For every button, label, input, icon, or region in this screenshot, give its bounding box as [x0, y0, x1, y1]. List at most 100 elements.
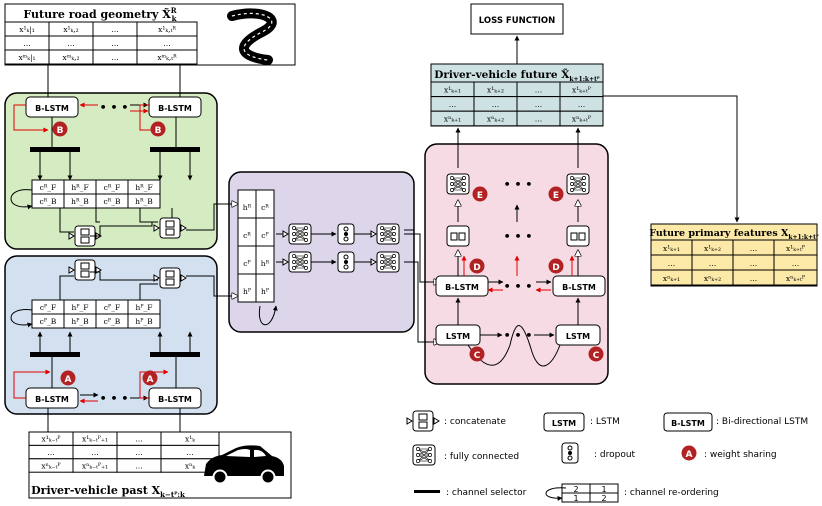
legend: : concatenate LSTM : LSTM B-LSTM : Bi-di… [406, 410, 808, 503]
table-cell-text: x¹ₖ₊₂ [704, 244, 721, 253]
legend-channel-selector-bar [414, 490, 440, 493]
table-cell-text: x¹ₖ,ₜᴿ [158, 25, 176, 34]
table-cell-text: x¹ₖ₊ₜᴾ [572, 86, 592, 95]
table-cell-text: … [186, 448, 194, 457]
table-cell-text: cᴾ [243, 259, 251, 268]
table-cell-text: hᴾ [243, 287, 252, 296]
weight-sharing-badge-a-left: A [60, 370, 76, 386]
table-cell-text: x¹ₖ₊₁ [444, 86, 461, 95]
fully-connected-icon [566, 173, 590, 195]
channel-selector-past-right [150, 352, 200, 357]
table-cell-text: cᴿ [243, 231, 251, 240]
legend-blstm-box [663, 412, 713, 432]
decoder-blstm-left: B-LSTM [435, 275, 489, 297]
fully-connected-icon [446, 173, 470, 195]
table-cell-text: … [449, 100, 457, 109]
weight-sharing-badge-a-right: A [142, 370, 158, 386]
svg-text:C: C [474, 351, 481, 361]
table-cell-text: … [535, 100, 543, 109]
weight-sharing-badge-c-right: C [588, 346, 604, 362]
fully-connected-icon-decoder-right [566, 173, 590, 195]
table-cell-text: hᴾ_B [135, 317, 153, 326]
svg-text:LSTM: LSTM [552, 419, 576, 428]
table-cell-text: cᴾ_B [40, 317, 57, 326]
fusion-panel [228, 171, 415, 333]
legend-dropout-icon [561, 442, 579, 464]
legend-channel-reordering-text: : channel re-ordering [624, 488, 719, 498]
table-cell-text: hᴾ_F [72, 303, 89, 312]
concatenate-icon-past-right [153, 267, 187, 289]
table-cell-text: hᴿ_B [135, 197, 153, 206]
weight-sharing-badge-d-left: D [469, 258, 485, 274]
table-cell-text: xⁿₖ₊₂ [487, 115, 504, 124]
table-cell [136, 49, 198, 65]
legend-fully-connected-text: : fully connected [444, 452, 519, 462]
table-cell-text: x¹ₖ₊₁ [663, 244, 680, 253]
table-cell-text: … [135, 461, 143, 470]
concatenate-icon-past-left [68, 259, 102, 281]
table-cell-text: hᴿ_F [71, 183, 88, 192]
weight-sharing-badge-d-right: D [548, 258, 564, 274]
table-cell-text: … [668, 259, 676, 268]
fully-connected-icon [370, 223, 400, 245]
fully-connected-icon [370, 251, 400, 273]
table-cell-text: … [111, 39, 119, 48]
autoregressive-feedback-curve [467, 325, 561, 367]
past-recurrence-dots: • • • [100, 392, 129, 405]
table-cell-text: xⁿₖ [185, 461, 195, 470]
road-channel-reorder-arrow [10, 189, 33, 210]
table-cell-text: … [91, 448, 99, 457]
table-cell-text: xᵐₖ,₂ [63, 53, 80, 62]
table-cell-text: hᴿ [261, 259, 270, 268]
svg-text:B: B [57, 126, 64, 136]
table-cell-text: xⁿₖ₊₁ [663, 274, 680, 283]
table-cell-text: … [23, 39, 31, 48]
channel-selector-road-left [30, 147, 80, 152]
legend-lstm-box [543, 412, 585, 432]
table-cell-text: xᵐₖ,ₜᴿ [157, 53, 177, 62]
legend-fully-connected-icon [412, 444, 436, 466]
road-blstm-right: B-LSTM [148, 96, 202, 118]
table-cell-text: … [163, 39, 171, 48]
table-cell [773, 269, 818, 286]
table-cell-text: x¹ₖ₋ₜᴾ [42, 435, 62, 444]
table-cell-text: x¹ₖ|₁ [19, 25, 35, 34]
dropout-icon [337, 223, 355, 245]
svg-text:LSTM: LSTM [446, 332, 470, 341]
svg-text:2: 2 [601, 494, 606, 503]
table-cell-text: xⁿₖ₋ₜᴾ [41, 461, 61, 470]
weight-sharing-badge-b-right: B [150, 121, 166, 137]
fully-connected-icon [282, 251, 312, 273]
table-cell-text: … [750, 259, 758, 268]
svg-text:B-LSTM: B-LSTM [158, 395, 192, 404]
table-cell-text: x¹ₖ₋ₜᴾ₊₁ [82, 435, 108, 444]
legend-weight-sharing-text: : weight sharing [704, 450, 777, 460]
car-icon [204, 445, 284, 485]
table-cell-text: … [47, 448, 55, 457]
table-cell-text: hᴿ_F [135, 183, 152, 192]
legend-dropout-text: : dropout [594, 450, 636, 460]
legend-blstm-text: : Bi-directional LSTM [716, 417, 808, 427]
dropout-icon [561, 442, 579, 464]
decoder-concat-dots: • • • [504, 230, 533, 243]
table-cell-text: cᴾ [261, 231, 269, 240]
fully-connected-icon-decoder-left [446, 173, 470, 195]
table-cell-text: hᴾ [261, 287, 270, 296]
legend-channel-reordering-icon: 2 1 1 2 [545, 483, 619, 503]
table-cell-text: … [111, 53, 119, 62]
svg-text:D: D [552, 263, 559, 273]
future-primary-title: Future primary features Xk+1:k+tᴾ [649, 228, 819, 241]
dropout-icon [337, 251, 355, 273]
svg-text:B-LSTM: B-LSTM [445, 283, 479, 292]
driver-vehicle-future-title: Driver-vehicle future X̃k+1:k+tᴾ [434, 68, 600, 83]
table-cell-text: … [135, 448, 143, 457]
legend-concatenate-icon [406, 410, 440, 432]
svg-text:A: A [147, 375, 154, 385]
road-icon [227, 8, 277, 65]
table-cell-text: cᴿ [261, 203, 269, 212]
table-cell-text: xⁿₖ₊ₜᴾ [786, 274, 806, 283]
decoder-blstm-right: B-LSTM [552, 275, 606, 297]
